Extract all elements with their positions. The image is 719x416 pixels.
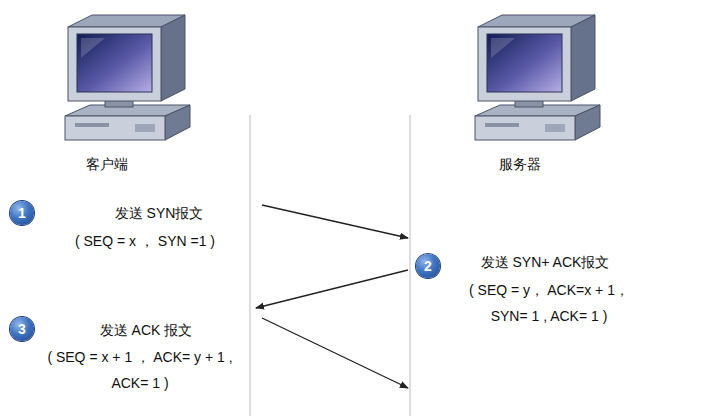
server-computer — [475, 15, 600, 140]
message-params: ( SEQ = x ， SYN =1 ) — [75, 232, 215, 250]
step-circle: 1 — [10, 201, 34, 225]
server-lifeline — [410, 115, 411, 416]
client-computer — [65, 15, 190, 140]
step-number: 3 — [10, 317, 34, 341]
host-label: 客户端 — [86, 155, 128, 173]
message-params: ( SEQ = x + 1 ， ACK= y + 1 , ACK= 1 ) — [43, 344, 238, 396]
message-title: 发送 SYN报文 — [115, 204, 204, 222]
message-arrow — [256, 270, 408, 308]
client-lifeline — [250, 115, 251, 416]
message-arrow — [262, 205, 408, 238]
step-number: 1 — [10, 201, 34, 225]
message-title: 发送 SYN+ ACK报文 — [481, 253, 610, 271]
message-params: ( SEQ = y， ACK=x + 1， SYN= 1 , ACK= 1 ) — [454, 277, 644, 329]
message-title: 发送 ACK 报文 — [100, 321, 193, 339]
step-circle: 3 — [10, 317, 34, 341]
step-circle: 2 — [416, 254, 440, 278]
host-label: 服务器 — [499, 155, 541, 173]
message-arrow — [262, 318, 408, 388]
step-number: 2 — [416, 254, 440, 278]
